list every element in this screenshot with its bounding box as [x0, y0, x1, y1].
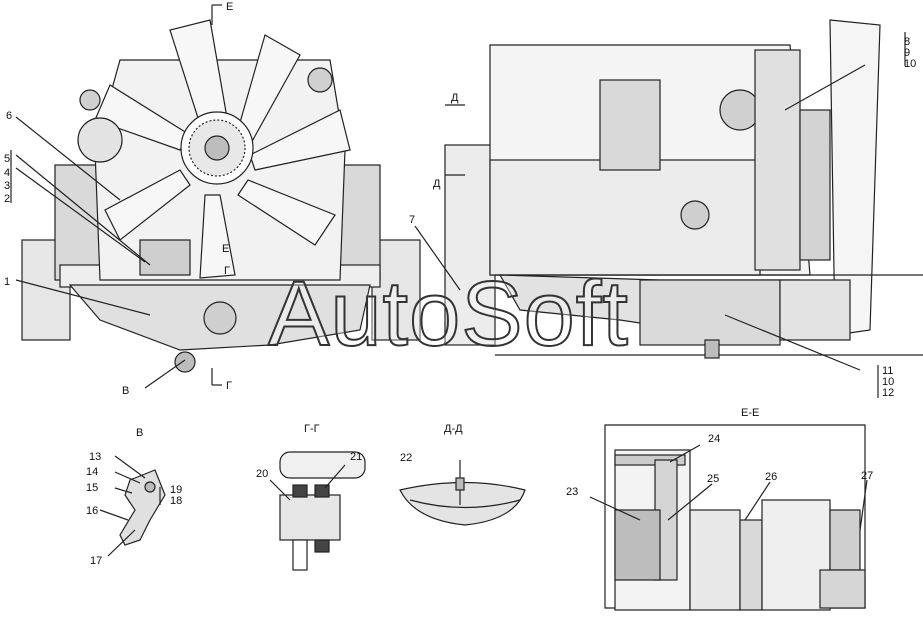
callout-6: 6	[6, 110, 13, 122]
watermark: AutoSoft	[267, 263, 629, 365]
detail-v-title: В	[136, 427, 144, 439]
callout-21: 21	[350, 451, 363, 463]
side-fan	[829, 19, 881, 336]
callout-11: 11	[882, 365, 894, 377]
callout-10a: 10	[904, 58, 917, 70]
detail-v	[99, 455, 166, 557]
callout-24: 24	[708, 433, 721, 445]
section-mark-e-top: Е	[226, 1, 234, 13]
callout-27: 27	[861, 470, 874, 482]
callout-1: 1	[4, 276, 11, 288]
section-ee	[589, 424, 868, 611]
callout-26: 26	[765, 471, 778, 483]
callout-23: 23	[566, 486, 579, 498]
section-mark-d-top: Д	[451, 92, 459, 104]
callout-13: 13	[89, 451, 102, 463]
callout-9: 9	[904, 47, 911, 59]
callout-8: 8	[904, 36, 911, 48]
callout-10b: 10	[882, 376, 895, 388]
callout-22: 22	[400, 452, 413, 464]
callout-16: 16	[86, 505, 99, 517]
left-engine-mount	[54, 164, 101, 281]
section-dd-title: Д-Д	[444, 423, 463, 435]
callout-20: 20	[256, 468, 269, 480]
callout-2: 2	[4, 193, 11, 205]
callout-14: 14	[86, 466, 99, 478]
side-frame	[444, 144, 496, 346]
section-dd	[399, 460, 526, 526]
callout-12: 12	[882, 387, 895, 399]
callout-4: 4	[4, 167, 11, 179]
section-mark-g-mid: Г	[224, 265, 230, 277]
callout-5: 5	[4, 153, 11, 165]
section-gg	[269, 451, 366, 571]
side-view	[414, 19, 923, 398]
callout-18: 18	[170, 495, 183, 507]
callout-15: 15	[86, 482, 99, 494]
section-gg-title: Г-Г	[304, 423, 320, 435]
section-mark-e-mid: Е	[222, 243, 230, 255]
callout-7: 7	[409, 214, 416, 226]
cooling-fan	[94, 19, 351, 279]
callout-3: 3	[4, 180, 11, 192]
callout-17: 17	[90, 555, 103, 567]
section-ee-title: Е-Е	[741, 407, 760, 419]
section-mark-g-bottom: Г	[226, 380, 232, 392]
callout-19: 19	[170, 484, 183, 496]
detail-mark-v: В	[122, 385, 130, 397]
front-view	[10, 4, 421, 389]
callout-25: 25	[707, 473, 720, 485]
section-mark-d-bottom: Д	[433, 178, 441, 190]
